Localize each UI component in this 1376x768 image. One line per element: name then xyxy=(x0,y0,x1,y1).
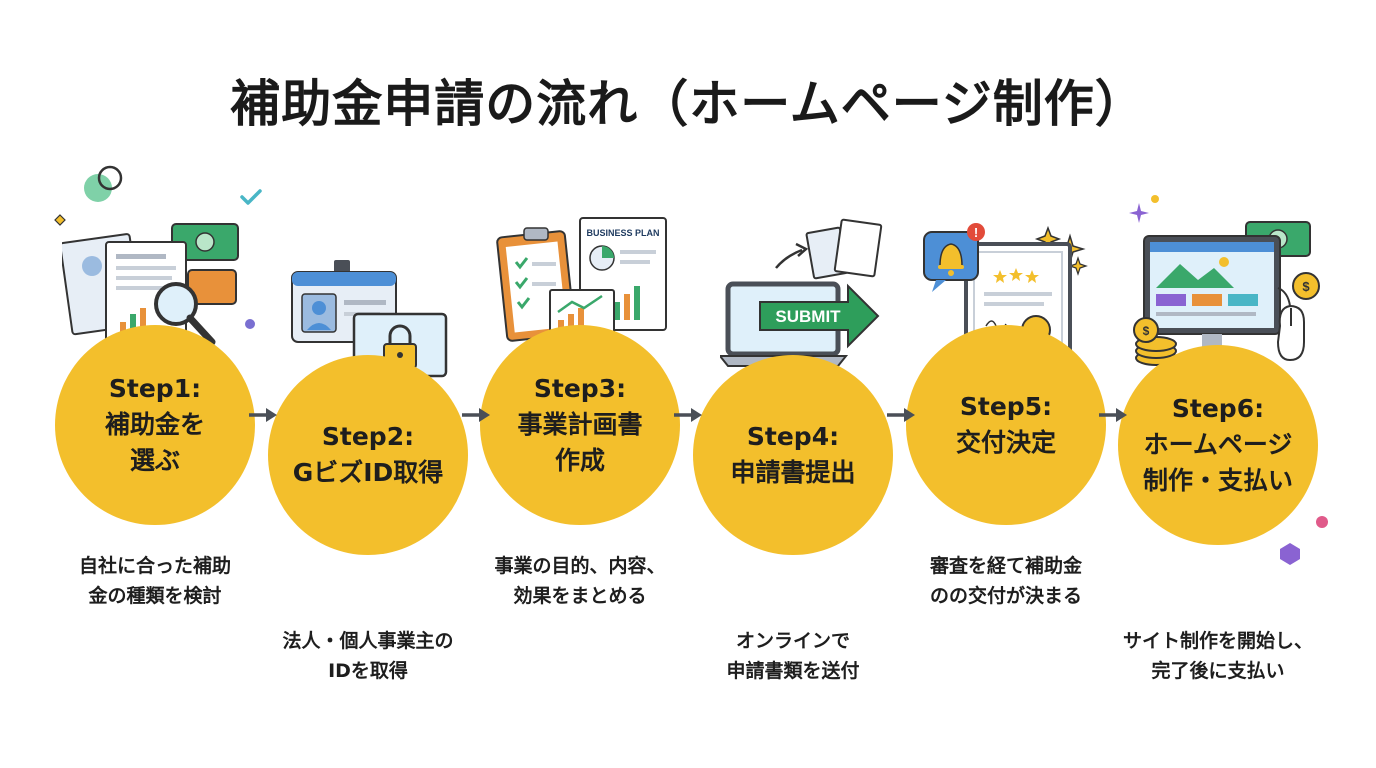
arrow-right-icon xyxy=(887,408,915,422)
step-4-label: Step4: 申請書提出 xyxy=(730,422,856,487)
svg-text:!: ! xyxy=(974,225,978,240)
step-5-label: Step5: 交付決定 xyxy=(955,392,1056,457)
check-mark-icon xyxy=(240,189,262,205)
step-6-description: サイト制作を開始し、 完了後に支払い xyxy=(1122,630,1313,682)
page-title: 補助金申請の流れ（ホームページ制作） xyxy=(230,75,1146,133)
step-2-description: 法人・個人事業主の IDを取得 xyxy=(282,630,454,682)
step-1-description: 自社に合った補助 金の種類を検討 xyxy=(78,555,231,607)
step-1-circle: Step1: 補助金を 選ぶ xyxy=(55,325,255,525)
decor-circles-icon xyxy=(84,165,123,202)
dot-icon xyxy=(1151,195,1159,203)
step-3-description: 事業の目的、内容、 効果をまとめる xyxy=(494,555,666,607)
step-5-description: 審査を経て補助金 のの交付が決まる xyxy=(929,555,1082,607)
step-2-label: Step2: GビズID取得 xyxy=(292,422,444,487)
laptop-submit-icon: SUBMIT xyxy=(720,218,883,367)
step-6-label: Step6: ホームページ 制作・支払い xyxy=(1142,394,1293,495)
business-plan-clipboard-icon: BUSINESS PLAN xyxy=(496,217,667,342)
svg-text:$: $ xyxy=(1302,279,1310,294)
arrow-right-icon xyxy=(674,408,702,422)
step-3-label: Step3: 事業計画書 作成 xyxy=(517,374,643,475)
dot-icon xyxy=(245,319,255,329)
step-2-circle: Step2: GビズID取得 xyxy=(268,355,468,555)
hexagon-icon xyxy=(1280,543,1300,565)
step-4-circle: Step4: 申請書提出 xyxy=(693,355,893,555)
step-6-circle: Step6: ホームページ 制作・支払い xyxy=(1118,345,1318,545)
sparkle-icon xyxy=(1129,203,1149,223)
diamond-icon xyxy=(54,214,66,226)
arrow-right-icon xyxy=(1099,408,1127,422)
svg-text:$: $ xyxy=(1143,324,1150,338)
arrow-right-icon xyxy=(249,408,277,422)
step-1-label: Step1: 補助金を 選ぶ xyxy=(104,374,205,475)
documents-money-magnifier-icon xyxy=(62,223,239,351)
step-3-circle: Step3: 事業計画書 作成 xyxy=(480,325,680,525)
step-4-description: オンラインで 申請書類を送付 xyxy=(726,630,860,682)
arrow-right-icon xyxy=(462,408,490,422)
dot-icon xyxy=(1316,516,1328,528)
step-5-circle: Step5: 交付決定 xyxy=(906,325,1106,525)
business-plan-label: BUSINESS PLAN xyxy=(586,228,659,238)
submit-label: SUBMIT xyxy=(775,307,841,326)
